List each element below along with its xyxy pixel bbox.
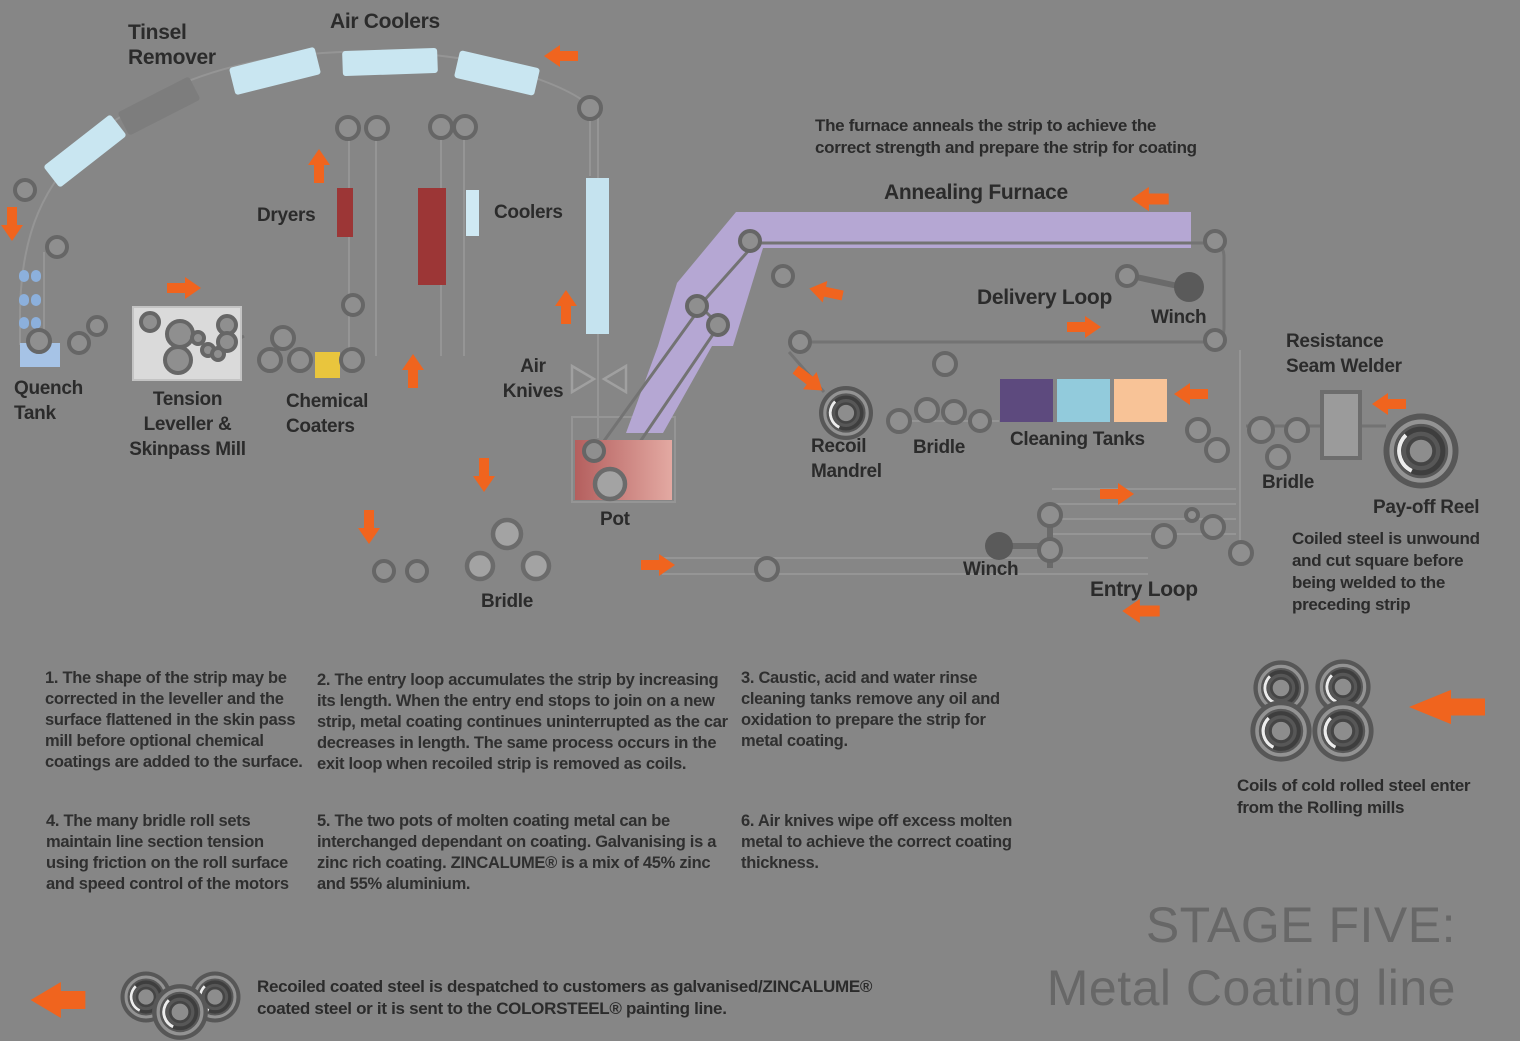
- label-winch-bottom: Winch: [963, 559, 1019, 580]
- label-bridle-right: Bridle: [1262, 472, 1315, 493]
- label-recoil-mandrel: Recoil Mandrel: [811, 436, 882, 482]
- label-annealing-furnace: Annealing Furnace: [884, 181, 1068, 204]
- tinsel-remover-segment: [118, 77, 200, 135]
- label-entry-loop: Entry Loop: [1090, 578, 1198, 601]
- label-pot: Pot: [600, 509, 630, 530]
- cooler-box-small: [466, 190, 479, 236]
- label-pay-off-reel: Pay-off Reel: [1373, 497, 1480, 518]
- incoming-coils: [1250, 657, 1373, 761]
- cooler-box-tall: [586, 178, 609, 334]
- winch-top: [1135, 272, 1204, 302]
- note-coils-enter: Coils of cold rolled steel enter from th…: [1237, 776, 1471, 817]
- label-quench-tank: Quench Tank: [14, 378, 83, 424]
- step-2: 2. The entry loop accumulates the strip …: [317, 671, 728, 773]
- label-tension-leveller: Tension Leveller & Skinpass Mill: [129, 389, 246, 460]
- label-air-knives: Air Knives: [502, 356, 564, 402]
- despatch-coils: [118, 969, 243, 1041]
- dryer-box-2: [418, 188, 446, 285]
- page-title-line2: Metal Coating line: [1046, 960, 1456, 1016]
- rollers: [13, 95, 1310, 583]
- label-bridle-center: Bridle: [481, 591, 534, 612]
- step-5: 5. The two pots of molten coating metal …: [317, 812, 717, 893]
- quench-spray-nozzles: [19, 270, 41, 329]
- annealing-furnace-duct: [626, 212, 1191, 433]
- cleaning-tank-boxes: [1000, 379, 1167, 422]
- label-coolers: Coolers: [494, 202, 563, 223]
- page-title-line1: STAGE FIVE:: [1145, 897, 1456, 953]
- chemical-coater-box: [315, 352, 340, 378]
- label-winch-top: Winch: [1151, 307, 1207, 328]
- label-delivery-loop: Delivery Loop: [977, 286, 1112, 309]
- label-chemical-coaters: Chemical Coaters: [286, 391, 369, 437]
- air-cooler-segments: [44, 47, 540, 187]
- seam-welder-box: [1320, 390, 1362, 460]
- label-bridle-mid: Bridle: [913, 437, 966, 458]
- step-3: 3. Caustic, acid and water rinse cleanin…: [741, 669, 1000, 750]
- label-dryers: Dryers: [257, 205, 316, 226]
- air-knives-icon: [570, 363, 628, 395]
- pay-off-reel-coil: [1384, 414, 1459, 489]
- label-tinsel-remover: Tinsel Remover: [128, 21, 216, 69]
- step-1: 1. The shape of the strip may be correct…: [45, 669, 303, 771]
- label-resistance-seam-welder: Resistance Seam Welder: [1286, 331, 1402, 377]
- recoil-mandrel-coil: [817, 384, 875, 442]
- label-cleaning-tanks: Cleaning Tanks: [1010, 429, 1145, 450]
- note-recoiled: Recoiled coated steel is despatched to c…: [257, 977, 873, 1018]
- note-coiled-steel: Coiled steel is unwound and cut square b…: [1292, 529, 1480, 614]
- step-4: 4. The many bridle roll sets maintain li…: [46, 812, 289, 893]
- label-air-coolers: Air Coolers: [330, 10, 440, 33]
- note-furnace: The furnace anneals the strip to achieve…: [815, 116, 1197, 157]
- dryer-box-1: [337, 188, 353, 237]
- step-6: 6. Air knives wipe off excess molten met…: [741, 812, 1013, 872]
